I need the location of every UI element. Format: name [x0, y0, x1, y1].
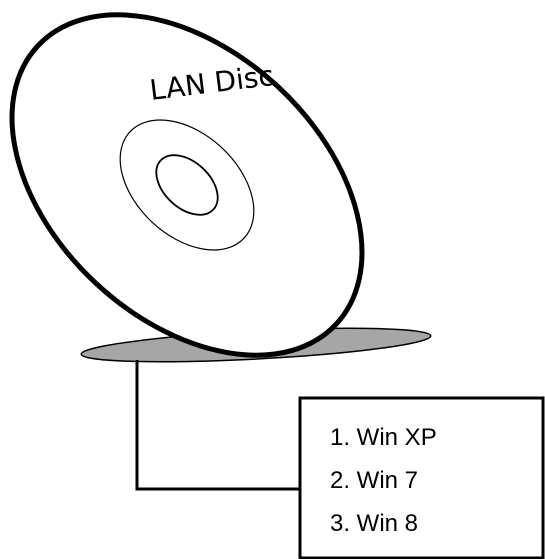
- disc-inner-ring: [119, 119, 255, 251]
- disc-center-hole: [155, 154, 219, 216]
- connector-line: [135, 360, 300, 491]
- disc-outer-rim: [9, 12, 365, 358]
- cd-disc-icon: [9, 12, 365, 358]
- os-list-item: 3. Win 8: [330, 510, 419, 537]
- os-list-item: 1. Win XP: [330, 424, 437, 451]
- os-list-box: [298, 396, 545, 559]
- os-list-item: 2. Win 7: [330, 467, 419, 494]
- os-list: 1. Win XP 2. Win 7 3. Win 8: [330, 416, 437, 545]
